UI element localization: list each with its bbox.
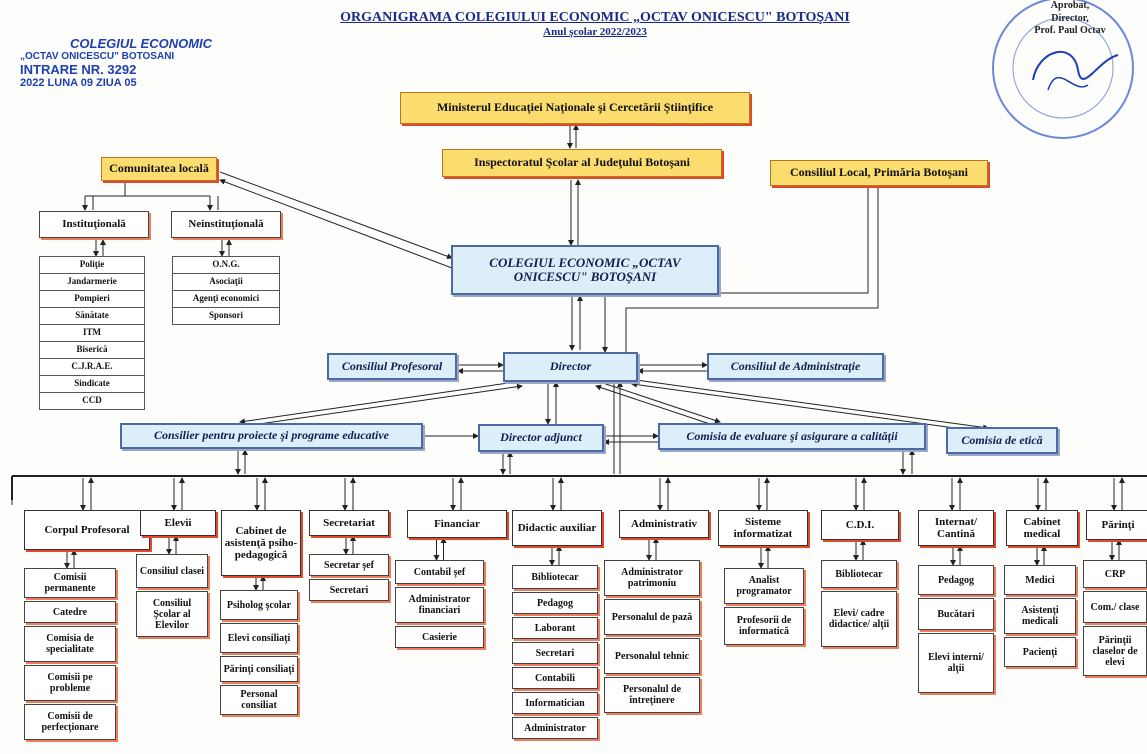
department-4-item: Administrator financiari bbox=[395, 587, 484, 623]
department-6-header: Administrativ bbox=[619, 510, 709, 538]
department-5-item: Pedagog bbox=[512, 592, 598, 614]
quality-commission-box: Comisia de evaluare şi asigurare a calit… bbox=[658, 423, 926, 450]
page-title: ORGANIGRAMA COLEGIULUI ECONOMIC „OCTAV O… bbox=[340, 10, 850, 25]
department-6-item: Personalul de pază bbox=[604, 599, 700, 635]
inst-list-item: Biserică bbox=[39, 341, 145, 359]
department-3-item: Secretari bbox=[309, 579, 389, 601]
department-0-item: Comisia de specialitate bbox=[24, 626, 116, 662]
institutional-box: Instituţională bbox=[39, 211, 149, 238]
department-10-item: Medici bbox=[1004, 565, 1076, 595]
inst-list-item: CCD bbox=[39, 392, 145, 410]
non-institutional-box: Neinstituţională bbox=[171, 211, 281, 238]
department-5-item: Informatician bbox=[512, 692, 598, 714]
department-2-header: Cabinet de asistenţă psiho-pedagogică bbox=[221, 510, 301, 576]
department-10-header: Cabinet medical bbox=[1006, 510, 1078, 546]
department-7-item: Profesorii de informatică bbox=[724, 607, 804, 645]
department-0-item: Catedre bbox=[24, 601, 116, 623]
department-5-item: Secretari bbox=[512, 642, 598, 664]
department-9-item: Pedagog bbox=[918, 565, 994, 595]
department-6-item: Personalul tehnic bbox=[604, 638, 700, 674]
college-box: COLEGIUL ECONOMIC „OCTAV ONICESCU" BOTOŞ… bbox=[451, 245, 719, 295]
local-community-box: Comunitatea locală bbox=[101, 157, 217, 181]
department-11-item: Com./ clase bbox=[1083, 591, 1147, 623]
teachers-council-box: Consiliul Profesoral bbox=[327, 353, 457, 380]
inst-list-item: Pompieri bbox=[39, 290, 145, 308]
department-6-item: Administrator patrimoniu bbox=[604, 560, 700, 596]
inst-list-item: C.J.R.A.E. bbox=[39, 358, 145, 376]
department-3-item: Secretar şef bbox=[309, 554, 389, 576]
ethics-commission-box: Comisia de etică bbox=[946, 427, 1058, 454]
stamp-line-4: 2022 LUNA 09 ZIUA 05 bbox=[20, 77, 137, 89]
inspectorate-box: Inspectoratul Şcolar al Judeţului Botoşa… bbox=[442, 149, 722, 177]
department-2-item: Elevi consiliaţi bbox=[220, 623, 298, 653]
department-11-header: Părinţi bbox=[1086, 510, 1147, 540]
stamp-line-1: COLEGIUL ECONOMIC bbox=[70, 36, 213, 51]
inst-list-item: Sănătate bbox=[39, 307, 145, 325]
department-8-item: Bibliotecar bbox=[821, 560, 897, 588]
department-1-header: Elevii bbox=[140, 510, 216, 536]
director-box: Director bbox=[503, 352, 638, 382]
ministry-box: Ministerul Educaţiei Naţionale şi Cercet… bbox=[400, 92, 750, 124]
stamp-line-2: „OCTAV ONICESCU" BOTOSANI bbox=[20, 51, 175, 62]
department-10-item: Pacienţi bbox=[1004, 637, 1076, 667]
department-0-header: Corpul Profesoral bbox=[24, 510, 150, 550]
department-5-header: Didactic auxiliar bbox=[512, 510, 602, 546]
department-8-item: Elevi/ cadre didactice/ alţii bbox=[821, 591, 897, 647]
department-4-header: Financiar bbox=[407, 510, 507, 538]
noninst-list-item: Sponsori bbox=[172, 307, 280, 325]
department-5-item: Bibliotecar bbox=[512, 565, 598, 589]
department-11-item: Părinţii claselor de elevi bbox=[1083, 626, 1147, 676]
department-2-item: Psiholog şcolar bbox=[220, 590, 298, 620]
department-4-item: Contabil şef bbox=[395, 560, 484, 584]
department-0-item: Comisii pe probleme bbox=[24, 665, 116, 701]
department-5-item: Laborant bbox=[512, 617, 598, 639]
inst-list-item: Poliţie bbox=[39, 256, 145, 274]
department-9-item: Bucătari bbox=[918, 598, 994, 630]
department-7-header: Sisteme informatizat bbox=[718, 510, 808, 546]
approval-line-3: Prof. Paul Octav bbox=[1034, 25, 1106, 36]
department-5-item: Contabili bbox=[512, 667, 598, 689]
approval-line-1: Aprobat, bbox=[1050, 0, 1090, 11]
admin-council-box: Consiliul de Administraţie bbox=[707, 353, 884, 380]
deputy-director-box: Director adjunct bbox=[478, 424, 604, 452]
inst-list-item: Sindicate bbox=[39, 375, 145, 393]
noninst-list-item: Asociaţii bbox=[172, 273, 280, 291]
local-council-box: Consiliul Local, Primăria Botoşani bbox=[770, 160, 988, 186]
department-4-item: Casierie bbox=[395, 626, 484, 648]
registration-stamp: COLEGIUL ECONOMIC „OCTAV ONICESCU" BOTOS… bbox=[20, 36, 260, 89]
department-0-item: Comisii de perfecţionare bbox=[24, 704, 116, 740]
department-11-item: CRP bbox=[1083, 560, 1147, 588]
department-9-header: Internat/ Cantină bbox=[918, 510, 994, 546]
department-1-item: Consiliul Şcolar al Elevilor bbox=[136, 591, 208, 637]
noninst-list-item: Agenţi economici bbox=[172, 290, 280, 308]
stamp-line-3: INTRARE NR. 3292 bbox=[20, 62, 137, 77]
noninst-list-item: O.N.G. bbox=[172, 256, 280, 274]
department-7-item: Analist programator bbox=[724, 568, 804, 604]
official-seal-icon bbox=[992, 0, 1134, 139]
department-0-item: Comisii permanente bbox=[24, 568, 116, 598]
department-2-item: Personal consiliat bbox=[220, 685, 298, 715]
department-9-item: Elevi interni/ alţii bbox=[918, 633, 994, 693]
department-10-item: Asistenţi medicali bbox=[1004, 598, 1076, 634]
page-subtitle: Anul şcolar 2022/2023 bbox=[543, 26, 647, 38]
inst-list-item: ITM bbox=[39, 324, 145, 342]
department-8-header: C.D.I. bbox=[821, 510, 899, 540]
department-6-item: Personalul de întreţinere bbox=[604, 677, 700, 713]
department-5-item: Administrator bbox=[512, 717, 598, 739]
inst-list-item: Jandarmerie bbox=[39, 273, 145, 291]
department-2-item: Părinţi consiliaţi bbox=[220, 656, 298, 682]
department-1-item: Consiliul clasei bbox=[136, 554, 208, 588]
projects-advisor-box: Consilier pentru proiecte şi programe ed… bbox=[120, 423, 423, 449]
department-3-header: Secretariat bbox=[309, 510, 389, 536]
